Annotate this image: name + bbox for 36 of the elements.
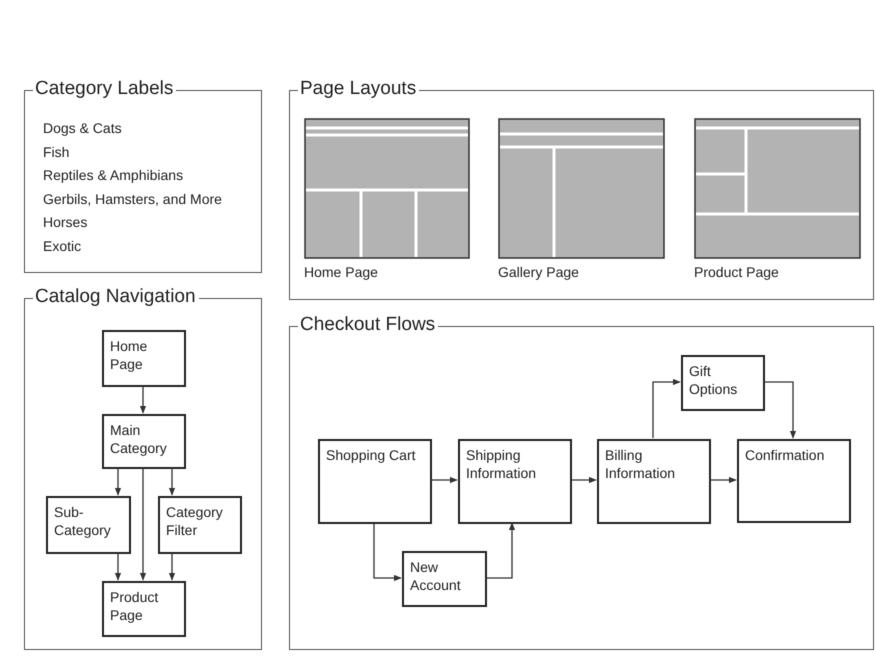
arrow	[140, 468, 146, 581]
process-box: Shipping Information	[458, 439, 572, 524]
process-box: Main Category	[102, 414, 186, 469]
category-label: Dogs & Cats	[43, 120, 122, 136]
arrow	[114, 468, 122, 496]
category-label: Reptiles & Amphibians	[43, 167, 184, 183]
arrow	[373, 523, 402, 582]
process-box: Billing Information	[597, 439, 711, 524]
panel-heading: Catalog Navigation	[33, 286, 199, 308]
category-label: Gerbils, Hamsters, and More	[43, 190, 222, 206]
arrow	[571, 476, 597, 484]
panel-heading: Category Labels	[33, 78, 176, 100]
process-box: New Account	[402, 551, 487, 607]
category-label: Horses	[43, 214, 88, 230]
arrow	[168, 553, 176, 581]
process-box: Gift Options	[681, 355, 765, 411]
arrow	[764, 381, 796, 439]
arrow	[140, 386, 146, 414]
category-label: Exotic	[43, 238, 82, 254]
arrow	[431, 476, 458, 484]
process-box: Shopping Cart	[318, 439, 432, 524]
panel-heading: Page Layouts	[298, 78, 420, 100]
arrow	[710, 476, 737, 484]
layout-caption: Gallery Page	[498, 264, 579, 280]
process-box: Product Page	[102, 581, 186, 637]
arrow	[486, 522, 516, 579]
process-box: Home Page	[102, 330, 186, 387]
process-box: Sub-Category	[46, 496, 131, 554]
category-label: Fish	[43, 144, 70, 160]
arrow	[652, 378, 681, 438]
process-box: Confirmation	[737, 439, 851, 523]
arrow	[168, 468, 176, 496]
arrow	[114, 553, 122, 581]
layout-caption: Product Page	[694, 264, 779, 280]
layout-caption: Home Page	[304, 264, 378, 280]
process-box: Category Filter	[158, 496, 242, 554]
